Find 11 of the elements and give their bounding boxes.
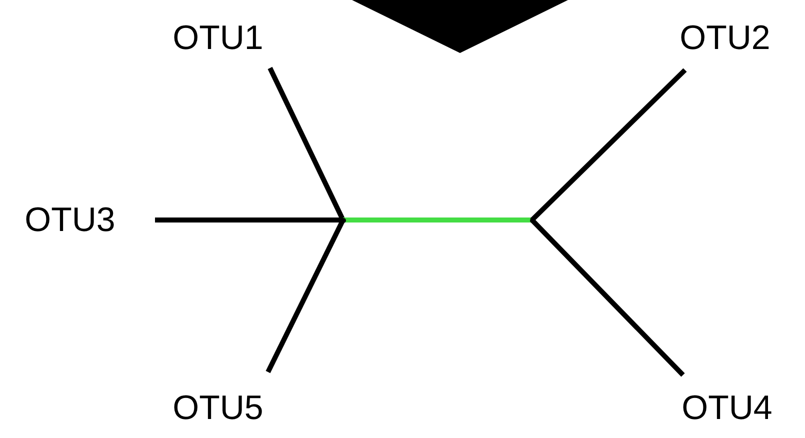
branch-junction bbox=[530, 218, 534, 222]
branch-line bbox=[530, 218, 685, 377]
branch-junction bbox=[340, 218, 346, 222]
taxon-label: OTU4 bbox=[682, 391, 772, 425]
branch-line bbox=[530, 68, 687, 222]
branch-line bbox=[343, 218, 532, 222]
taxon-label: OTU1 bbox=[172, 21, 264, 55]
taxon-label: OTU5 bbox=[172, 391, 264, 425]
taxon-label: OTU3 bbox=[24, 203, 116, 237]
branch-line bbox=[155, 218, 343, 222]
taxon-label: OTU2 bbox=[680, 21, 770, 55]
